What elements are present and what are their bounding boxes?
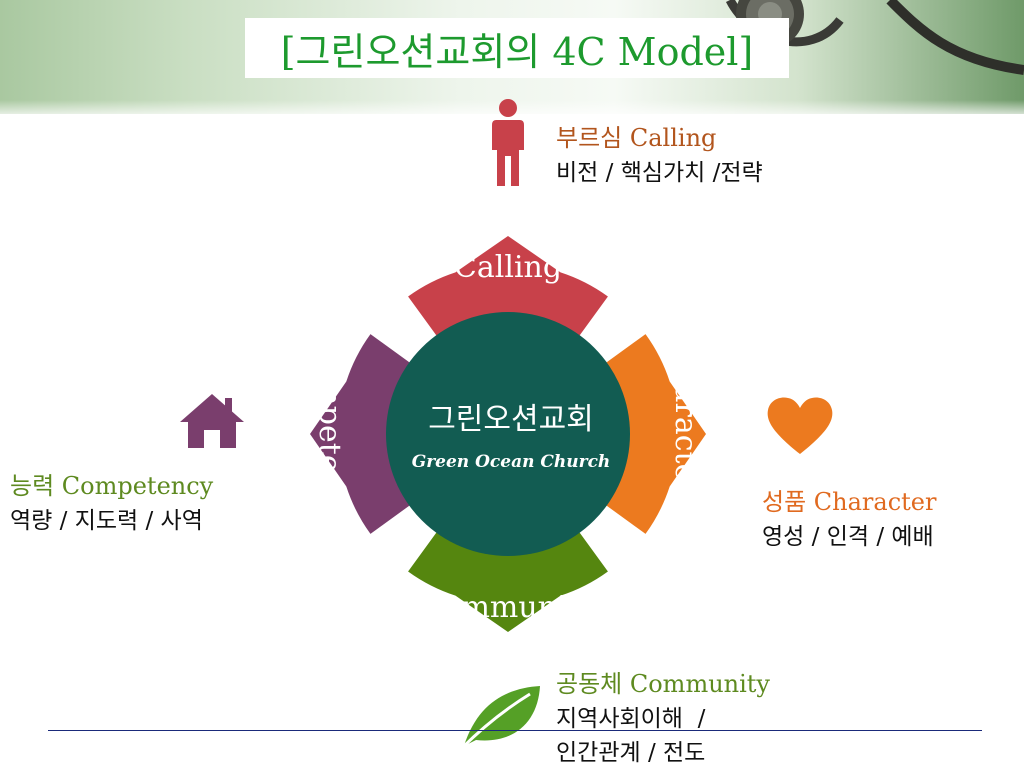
desc-competency-head: 능력 Competency bbox=[10, 472, 214, 500]
center-title: 그린오션교회 bbox=[428, 402, 594, 437]
page-title: [그린오션교회의 4C Model] bbox=[280, 29, 754, 74]
center-subtitle: Green Ocean Church bbox=[411, 452, 611, 472]
leaf-icon bbox=[460, 686, 540, 750]
center-circle bbox=[386, 312, 630, 556]
desc-competency-body: 역량 / 지도력 / 사역 bbox=[10, 508, 203, 534]
desc-calling: 부르심 Calling 비전 / 핵심가치 /전략 bbox=[556, 118, 763, 187]
house-icon bbox=[180, 394, 244, 448]
segment-character bbox=[598, 334, 706, 534]
desc-calling-body: 비전 / 핵심가치 /전략 bbox=[556, 160, 763, 186]
segment-calling bbox=[408, 236, 608, 344]
segment-community bbox=[408, 524, 608, 632]
person-icon bbox=[492, 99, 524, 186]
desc-character-body: 영성 / 인격 / 예배 bbox=[762, 524, 934, 550]
segment-competency bbox=[310, 334, 418, 534]
segment-label-character: Character bbox=[668, 342, 703, 496]
title-box: [그린오션교회의 4C Model] bbox=[245, 18, 789, 78]
segment-label-community: Community bbox=[420, 590, 596, 625]
heart-icon bbox=[767, 397, 833, 454]
desc-community: 공동체 Community 지역사회이해 / 인간관계 / 전도 bbox=[556, 664, 770, 767]
desc-competency: 능력 Competency 역량 / 지도력 / 사역 bbox=[10, 466, 213, 535]
desc-calling-head: 부르심 Calling bbox=[556, 124, 717, 152]
bottom-rule bbox=[48, 730, 982, 731]
desc-character: 성품 Character 영성 / 인격 / 예배 bbox=[762, 482, 936, 551]
desc-community-body-line2: 인간관계 / 전도 bbox=[556, 740, 706, 766]
segment-label-calling: Calling bbox=[453, 250, 563, 285]
desc-community-head: 공동체 Community bbox=[556, 670, 770, 698]
desc-community-body-line1: 지역사회이해 / bbox=[556, 706, 706, 732]
desc-character-head: 성품 Character bbox=[762, 488, 937, 516]
segment-label-competency: Competency bbox=[312, 336, 347, 526]
